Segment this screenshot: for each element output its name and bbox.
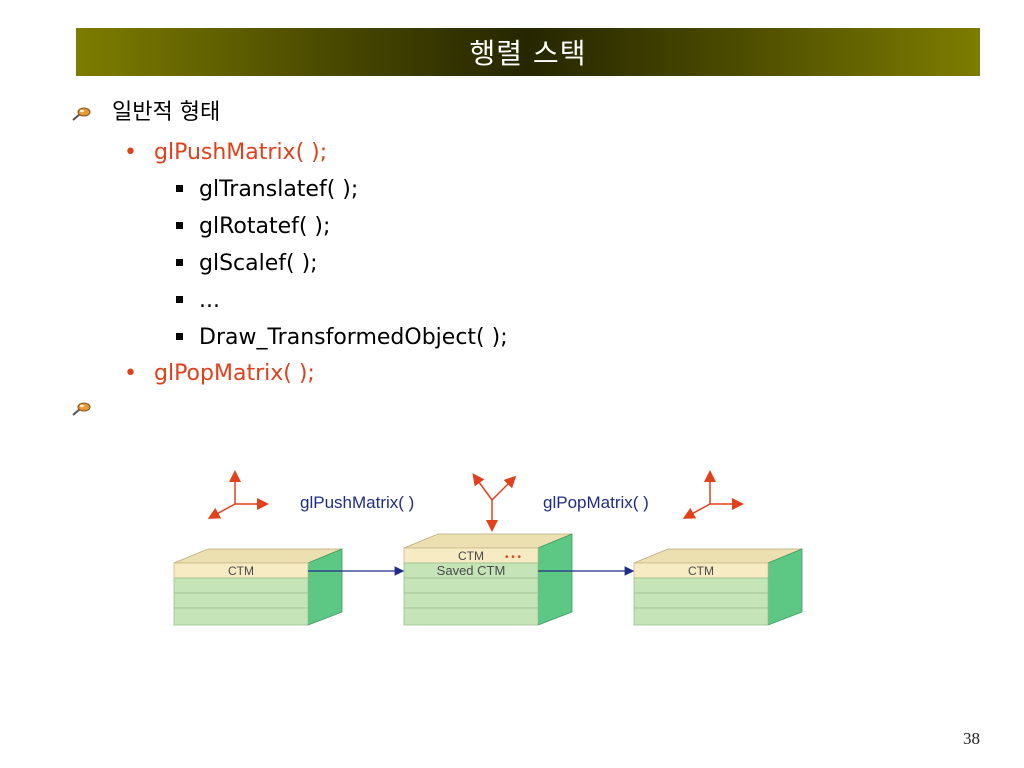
- saved-ctm-label: Saved CTM: [437, 563, 506, 578]
- coordinate-axes-icon: [207, 470, 269, 519]
- list-item-rotate: glRotatef( );: [199, 214, 331, 239]
- heading-general-form: 일반적 형태: [112, 100, 221, 125]
- square-bullet: [176, 296, 183, 303]
- push-matrix-line: glPushMatrix( );: [154, 140, 328, 165]
- list-item-translate: glTranslatef( );: [199, 177, 359, 202]
- square-bullet: [176, 222, 183, 229]
- bullet-dot: •: [124, 361, 137, 386]
- left-matrix-stack: CTM: [173, 548, 343, 626]
- matrix-stack-diagram: glPushMatrix( ) glPopMatrix( ) CTM CTM •…: [173, 470, 803, 626]
- pop-matrix-line: glPopMatrix( );: [154, 361, 315, 386]
- bullet-dot: •: [124, 140, 137, 165]
- list-item-scale: glScalef( );: [199, 251, 318, 276]
- right-ctm-label: CTM: [688, 564, 714, 578]
- square-bullet: [176, 259, 183, 266]
- right-matrix-stack: CTM: [633, 548, 803, 626]
- list-item-ellipsis: ...: [199, 288, 220, 313]
- coordinate-axes-icon: [472, 473, 517, 532]
- page-number: 38: [963, 729, 980, 748]
- ellipsis-dots: • • •: [505, 552, 522, 563]
- square-bullet: [176, 185, 183, 192]
- list-item-draw-object: Draw_TransformedObject( );: [199, 325, 508, 350]
- push-matrix-label: glPushMatrix( ): [300, 493, 414, 512]
- middle-matrix-stack: CTM • • • Saved CTM: [403, 533, 573, 626]
- left-ctm-label: CTM: [228, 564, 254, 578]
- slide-title-bar: 행렬 스택: [76, 28, 980, 76]
- middle-ctm-label: CTM: [458, 549, 484, 563]
- pop-matrix-label: glPopMatrix( ): [543, 493, 649, 512]
- slide-title: 행렬 스택: [469, 37, 587, 70]
- square-bullet: [176, 333, 183, 340]
- pushpin-bullet-icon: [72, 402, 91, 416]
- coordinate-axes-icon: [682, 470, 744, 519]
- pushpin-bullet-icon: [72, 107, 91, 121]
